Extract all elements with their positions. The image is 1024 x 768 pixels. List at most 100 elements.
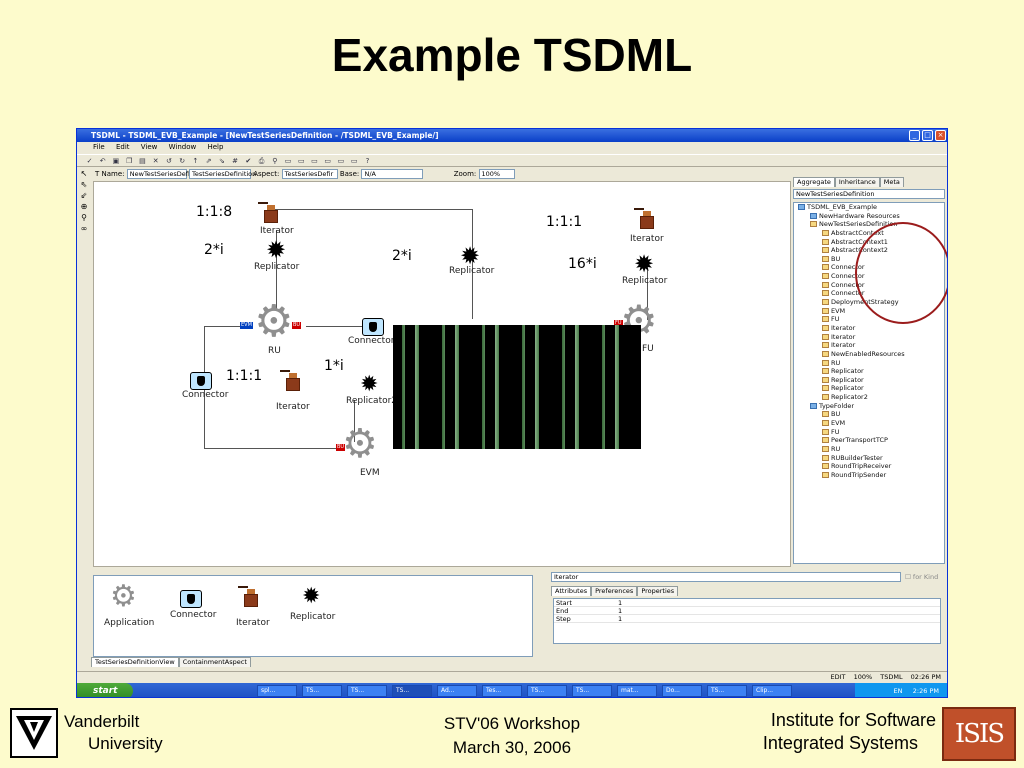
zoom-icon[interactable]: ⚲ (81, 213, 87, 222)
task-button[interactable]: Tes... (482, 685, 522, 697)
grid-icon[interactable]: # (232, 157, 239, 165)
tree-item[interactable]: BU (794, 410, 944, 419)
find-icon[interactable]: ⚲ (272, 157, 278, 165)
replicator-icon[interactable]: ✹ (460, 242, 481, 270)
application-gears-icon[interactable]: ⚙ (342, 421, 378, 467)
tree-item[interactable]: FU (794, 428, 944, 437)
tab-inheritance[interactable]: Inheritance (834, 177, 880, 187)
disconnect-mode-icon[interactable]: ⇙ (80, 191, 88, 200)
menu-window[interactable]: Window (168, 143, 197, 151)
task-button[interactable]: Do... (662, 685, 702, 697)
tree-item[interactable]: BU (794, 255, 944, 264)
attribute-value[interactable]: 1 (618, 607, 623, 615)
model-canvas[interactable]: 1:1:8 Iterator 2*i ✹ Replicator 2*i ✹ Re… (93, 181, 791, 567)
view2-icon[interactable]: ▭ (297, 157, 305, 165)
up-icon[interactable]: ↑ (192, 157, 199, 165)
menu-help[interactable]: Help (207, 143, 224, 151)
print-icon[interactable]: ⎙ (258, 157, 265, 165)
tree-item[interactable]: NewTestSeriesDefinition (794, 220, 944, 229)
tree-item[interactable]: Replicator2 (794, 393, 944, 402)
tree-item[interactable]: Iterator (794, 324, 944, 333)
inspector-name-field[interactable]: Iterator (551, 572, 901, 582)
tree-item[interactable]: Replicator (794, 376, 944, 385)
tree-item[interactable]: Iterator (794, 333, 944, 342)
connector-icon[interactable] (362, 318, 384, 336)
tree-item[interactable]: Connector (794, 263, 944, 272)
undo-icon[interactable]: ↺ (165, 157, 172, 165)
task-button[interactable]: TS... (392, 685, 432, 697)
tree-item[interactable]: NewEnabledResources (794, 350, 944, 359)
replicator-icon[interactable]: ✹ (302, 584, 321, 609)
tree-item[interactable]: NewHardware Resources (794, 212, 944, 221)
tree-item[interactable]: EVM (794, 307, 944, 316)
visualize-icon[interactable]: ∞ (80, 224, 88, 233)
name-field[interactable]: NewTestSeriesDefi (126, 169, 190, 179)
tree-item[interactable]: Replicator (794, 367, 944, 376)
tab-properties[interactable]: Properties (637, 586, 679, 596)
close-button[interactable]: × (935, 130, 946, 141)
text-tool-icon[interactable]: T (95, 170, 102, 178)
view6-icon[interactable]: ▭ (350, 157, 358, 165)
tree-item[interactable]: RoundTripSender (794, 471, 944, 480)
tab-aggregate[interactable]: Aggregate (793, 177, 835, 187)
minimize-button[interactable]: _ (909, 130, 920, 141)
connector-icon[interactable] (180, 590, 202, 608)
tree-item[interactable]: Replicator (794, 384, 944, 393)
tree-item[interactable]: Connector (794, 281, 944, 290)
replicator-icon[interactable]: ✹ (360, 372, 379, 397)
attribute-value[interactable]: 1 (618, 615, 623, 623)
tab-meta[interactable]: Meta (879, 177, 904, 187)
task-button[interactable]: Clip... (752, 685, 792, 697)
menu-edit[interactable]: Edit (115, 143, 130, 151)
redo-icon[interactable]: ↻ (179, 157, 186, 165)
application-gears-icon[interactable]: ⚙ (254, 296, 294, 347)
replicator-icon[interactable]: ✹ (634, 250, 655, 278)
task-button[interactable]: TS... (302, 685, 342, 697)
tree-item[interactable]: Connector (794, 289, 944, 298)
tree-item[interactable]: AbstractContext1 (794, 238, 944, 247)
tree-item[interactable]: TypeFolder (794, 402, 944, 411)
copy-icon[interactable]: ❐ (126, 157, 133, 165)
task-button[interactable]: TS... (347, 685, 387, 697)
menu-view[interactable]: View (140, 143, 158, 151)
tree-item[interactable]: RU (794, 359, 944, 368)
start-button[interactable]: start (77, 683, 133, 697)
tree-item[interactable]: RU (794, 445, 944, 454)
connect-mode-icon[interactable]: ⇖ (80, 180, 88, 189)
aspect-select[interactable]: TestSeriesDefir (281, 169, 338, 179)
for-kind-checkbox[interactable]: ☐ for Kind (905, 573, 939, 581)
tree-item[interactable]: TSDML_EVB_Example (794, 203, 944, 212)
maximize-button[interactable]: □ (922, 130, 933, 141)
language-indicator[interactable]: EN (893, 687, 903, 695)
disconnect-icon[interactable]: ⇘ (218, 157, 225, 165)
view3-icon[interactable]: ▭ (311, 157, 318, 165)
iterator-icon[interactable] (258, 202, 280, 224)
tab-view[interactable]: TestSeriesDefinitionView (91, 657, 179, 667)
undo-arrow-icon[interactable]: ↶ (99, 157, 106, 165)
check2-icon[interactable]: ✔ (245, 157, 252, 165)
attribute-value[interactable]: 1 (618, 599, 623, 607)
task-button[interactable]: TS... (527, 685, 567, 697)
tree-item[interactable]: EVM (794, 419, 944, 428)
tree-item[interactable]: Connector (794, 272, 944, 281)
tree-item[interactable]: FU (794, 315, 944, 324)
task-button[interactable]: spl... (257, 685, 297, 697)
connector-icon[interactable] (190, 372, 212, 390)
task-button[interactable]: Ad... (437, 685, 477, 697)
iterator-icon[interactable] (280, 370, 302, 392)
tree-item[interactable]: RUBuilderTester (794, 454, 944, 463)
pointer-icon[interactable]: ↖ (80, 169, 88, 178)
browser-filter-select[interactable]: NewTestSeriesDefinition (793, 189, 945, 199)
tab-attributes[interactable]: Attributes (551, 586, 592, 596)
tree-item[interactable]: RoundTripReceiver (794, 462, 944, 471)
view5-icon[interactable]: ▭ (337, 157, 345, 165)
paste-icon[interactable]: ▤ (139, 157, 146, 165)
save-icon[interactable]: ▣ (112, 157, 120, 165)
iterator-icon[interactable] (238, 586, 260, 608)
connect-icon[interactable]: ⇗ (205, 157, 212, 165)
menu-file[interactable]: File (93, 143, 105, 151)
view4-icon[interactable]: ▭ (324, 157, 332, 165)
tree-item[interactable]: AbstractContext (794, 229, 944, 238)
tree-item[interactable]: Iterator (794, 341, 944, 350)
delete-icon[interactable]: ✕ (152, 157, 159, 165)
